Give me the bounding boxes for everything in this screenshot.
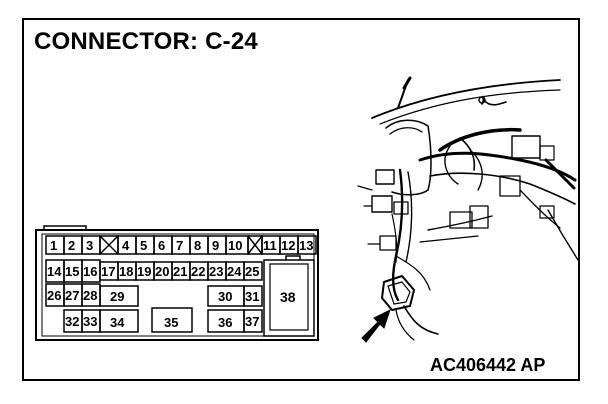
pin-34: 34 [110,315,125,330]
connector-title: CONNECTOR: C-24 [34,28,258,55]
pin-25: 25 [245,264,259,279]
pin-10: 10 [228,238,242,253]
pin-32: 32 [65,314,79,329]
pin-9: 9 [212,238,219,253]
reference-code: AC406442 AP [430,355,546,375]
pin-37: 37 [245,314,259,329]
pin-23: 23 [209,264,223,279]
pin-28: 28 [83,288,97,303]
pin-8: 8 [194,238,201,253]
pin-15: 15 [65,264,79,279]
pin-26: 26 [47,288,61,303]
pin-29: 29 [110,289,124,304]
pin-18: 18 [119,264,133,279]
pin-3: 3 [86,238,93,253]
pin-7: 7 [176,238,183,253]
connector-pointer-arrow [361,309,391,343]
pin-5: 5 [140,238,147,253]
pin-27: 27 [65,288,79,303]
pin-1: 1 [50,238,57,253]
pin-14: 14 [47,264,62,279]
connector-face [35,225,319,341]
connector-pin-labels: 1 2 3 4 5 6 7 8 9 10 11 12 13 14 15 16 1… [47,238,313,330]
pin-38: 38 [280,289,296,305]
pin-13: 13 [299,238,313,253]
pin-31: 31 [245,289,259,304]
pin-36: 36 [218,315,232,330]
pin-30: 30 [218,289,232,304]
pin-35: 35 [164,315,178,330]
pin-19: 19 [137,264,151,279]
pin-33: 33 [83,314,97,329]
pin-22: 22 [191,264,205,279]
pin-11: 11 [263,238,277,253]
diagram-frame [22,18,580,381]
harness-illustration [357,76,579,341]
pin-4: 4 [122,238,130,253]
pin-24: 24 [227,264,242,279]
pin-16: 16 [83,264,97,279]
pin-2: 2 [68,238,75,253]
pin-6: 6 [158,238,165,253]
pin-17: 17 [101,264,115,279]
pin-21: 21 [173,264,187,279]
pin-20: 20 [155,264,169,279]
pin-12: 12 [281,238,295,253]
